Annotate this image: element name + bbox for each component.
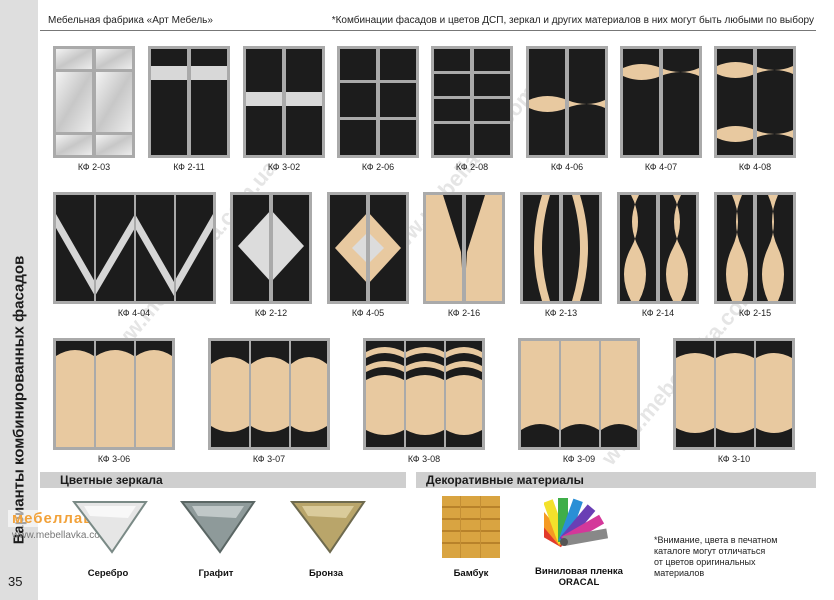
facade-kf-2-06	[337, 46, 419, 158]
facade-kf-3-08	[363, 338, 485, 450]
facade-kf-2-13	[520, 192, 602, 304]
mirror-bronze-swatch	[288, 498, 368, 556]
decor-section-title: Декоративные материалы	[426, 473, 584, 487]
header-divider	[40, 30, 816, 31]
facade-label: КФ 4-08	[738, 162, 772, 172]
facade-label: КФ 2-11	[173, 162, 205, 172]
facade-kf-4-04	[53, 192, 216, 304]
header-company: Мебельная фабрика «Арт Мебель»	[48, 15, 213, 26]
decor-section-bar	[416, 472, 816, 488]
facade-label: КФ 2-16	[447, 308, 481, 318]
decor-label: ORACAL	[558, 577, 600, 588]
facade-kf-2-03	[53, 46, 135, 158]
facade-label: КФ 2-14	[641, 308, 675, 318]
facade-kf-4-05	[327, 192, 409, 304]
sidebar: Варианты комбинированных фасадов 35	[0, 0, 38, 600]
facade-label: КФ 2-03	[77, 162, 111, 172]
facade-kf-4-06	[526, 46, 608, 158]
facade-label: КФ 2-12	[254, 308, 288, 318]
facade-label: КФ 2-06	[361, 162, 395, 172]
facade-kf-3-10	[673, 338, 795, 450]
facade-kf-2-11	[148, 46, 230, 158]
mirror-label: Графит	[198, 568, 234, 579]
color-warning-note: *Внимание, цвета в печатном каталоге мог…	[654, 535, 778, 578]
facade-kf-4-07	[620, 46, 702, 158]
facade-kf-3-09	[518, 338, 640, 450]
decor-label: Бамбук	[453, 568, 489, 579]
oracal-fan-swatch	[544, 492, 612, 562]
facade-label: КФ 4-04	[117, 308, 151, 318]
header-note: *Комбинации фасадов и цветов ДСП, зеркал…	[331, 15, 814, 26]
facade-kf-3-07	[208, 338, 330, 450]
facade-label: КФ 4-07	[644, 162, 678, 172]
facade-label: КФ 2-13	[544, 308, 578, 318]
mirror-silver-swatch	[70, 498, 150, 556]
facade-kf-4-08	[714, 46, 796, 158]
facade-label: КФ 3-07	[252, 454, 286, 464]
facade-label: КФ 4-05	[351, 308, 385, 318]
mirror-label: Серебро	[87, 568, 129, 579]
decor-label: Виниловая пленка	[535, 566, 623, 577]
mirror-graphite-swatch	[178, 498, 258, 556]
page-number: 35	[8, 574, 23, 589]
facade-label: КФ 4-06	[550, 162, 584, 172]
facade-kf-2-14	[617, 192, 699, 304]
facade-kf-2-16	[423, 192, 505, 304]
facade-kf-2-15	[714, 192, 796, 304]
facade-kf-2-12	[230, 192, 312, 304]
facade-label: КФ 3-10	[717, 454, 751, 464]
facade-kf-2-08	[431, 46, 513, 158]
facade-label: КФ 3-09	[562, 454, 596, 464]
facade-label: КФ 3-08	[407, 454, 441, 464]
facade-kf-3-06	[53, 338, 175, 450]
mirrors-section-title: Цветные зеркала	[60, 473, 163, 487]
facade-kf-3-02	[243, 46, 325, 158]
facade-label: КФ 2-08	[455, 162, 489, 172]
facade-label: КФ 3-06	[97, 454, 131, 464]
mirrors-section-bar	[40, 472, 406, 488]
bamboo-swatch	[442, 496, 500, 558]
mirror-label: Бронза	[308, 568, 344, 579]
facade-label: КФ 2-15	[738, 308, 772, 318]
facade-label: КФ 3-02	[267, 162, 301, 172]
